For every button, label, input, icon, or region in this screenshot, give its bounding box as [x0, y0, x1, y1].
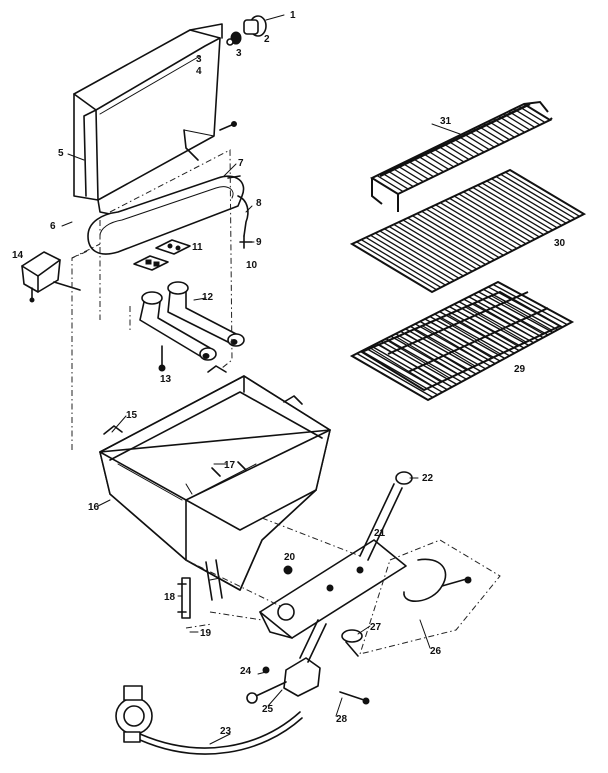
callout-11: 11: [192, 242, 203, 253]
callout-6: 6: [50, 221, 56, 232]
callout-17: 17: [224, 460, 236, 471]
part-warming-grate: [349, 168, 587, 294]
callout-12: 12: [202, 292, 214, 303]
callout-29: 29: [514, 364, 526, 375]
part-valve-assembly: [246, 619, 327, 704]
callout-25: 25: [262, 704, 274, 715]
part-gas-tube: [359, 471, 413, 561]
callout-7: 7: [238, 158, 244, 169]
callout-3: 3: [236, 48, 242, 59]
part-igniter: [21, 251, 81, 303]
callout-13: 13: [160, 374, 172, 385]
part-handle-knob: [226, 15, 267, 46]
callout-30: 30: [554, 238, 566, 249]
callout-14: 14: [12, 250, 24, 261]
part-lid-screw: [219, 121, 237, 131]
callout-31: 31: [440, 116, 452, 127]
part-nut-20: [283, 565, 293, 575]
part-warming-rack: [369, 100, 553, 212]
callout-23: 23: [220, 726, 232, 737]
callout-1: 1: [290, 10, 296, 21]
callout-10: 10: [246, 260, 258, 271]
callout-2: 2: [264, 34, 270, 45]
part-firebox: [99, 365, 331, 591]
callout-20: 20: [284, 552, 296, 563]
part-firebox-clips: [185, 461, 247, 495]
part-rods-19: [205, 559, 223, 601]
part-control-panel: [259, 539, 407, 639]
callout-24: 24: [240, 666, 252, 677]
callout-labels: 1 2 3 3 4 5 6 7 8 9 10 11 12 13 14 15 16…: [12, 10, 566, 737]
part-electrode: [237, 195, 253, 249]
callout-28: 28: [336, 714, 348, 725]
callout-22: 22: [422, 473, 434, 484]
part-igniter-wire: [359, 539, 501, 655]
callout-4: 4: [196, 66, 202, 77]
part-lid: [73, 23, 223, 215]
part-regulator-hose: [115, 685, 303, 755]
callout-3b: 3: [196, 54, 202, 65]
part-venturi-tubes: [139, 281, 245, 361]
callout-26: 26: [430, 646, 442, 657]
part-screw-13: [158, 345, 166, 372]
assembly-guide-lines: [71, 149, 361, 629]
callout-16: 16: [88, 502, 100, 513]
part-cooking-grate: [349, 280, 575, 402]
part-fittings: [339, 629, 370, 705]
callout-9: 9: [256, 237, 262, 248]
callout-8: 8: [256, 198, 262, 209]
callout-27: 27: [370, 622, 382, 633]
callout-19: 19: [200, 628, 212, 639]
callout-5: 5: [58, 148, 64, 159]
callout-18: 18: [164, 592, 176, 603]
part-bracket-plates: [133, 239, 191, 271]
callout-21: 21: [374, 528, 386, 539]
leader-lines: [21, 14, 461, 745]
callout-15: 15: [126, 410, 138, 421]
part-bracket-18: [177, 577, 191, 619]
